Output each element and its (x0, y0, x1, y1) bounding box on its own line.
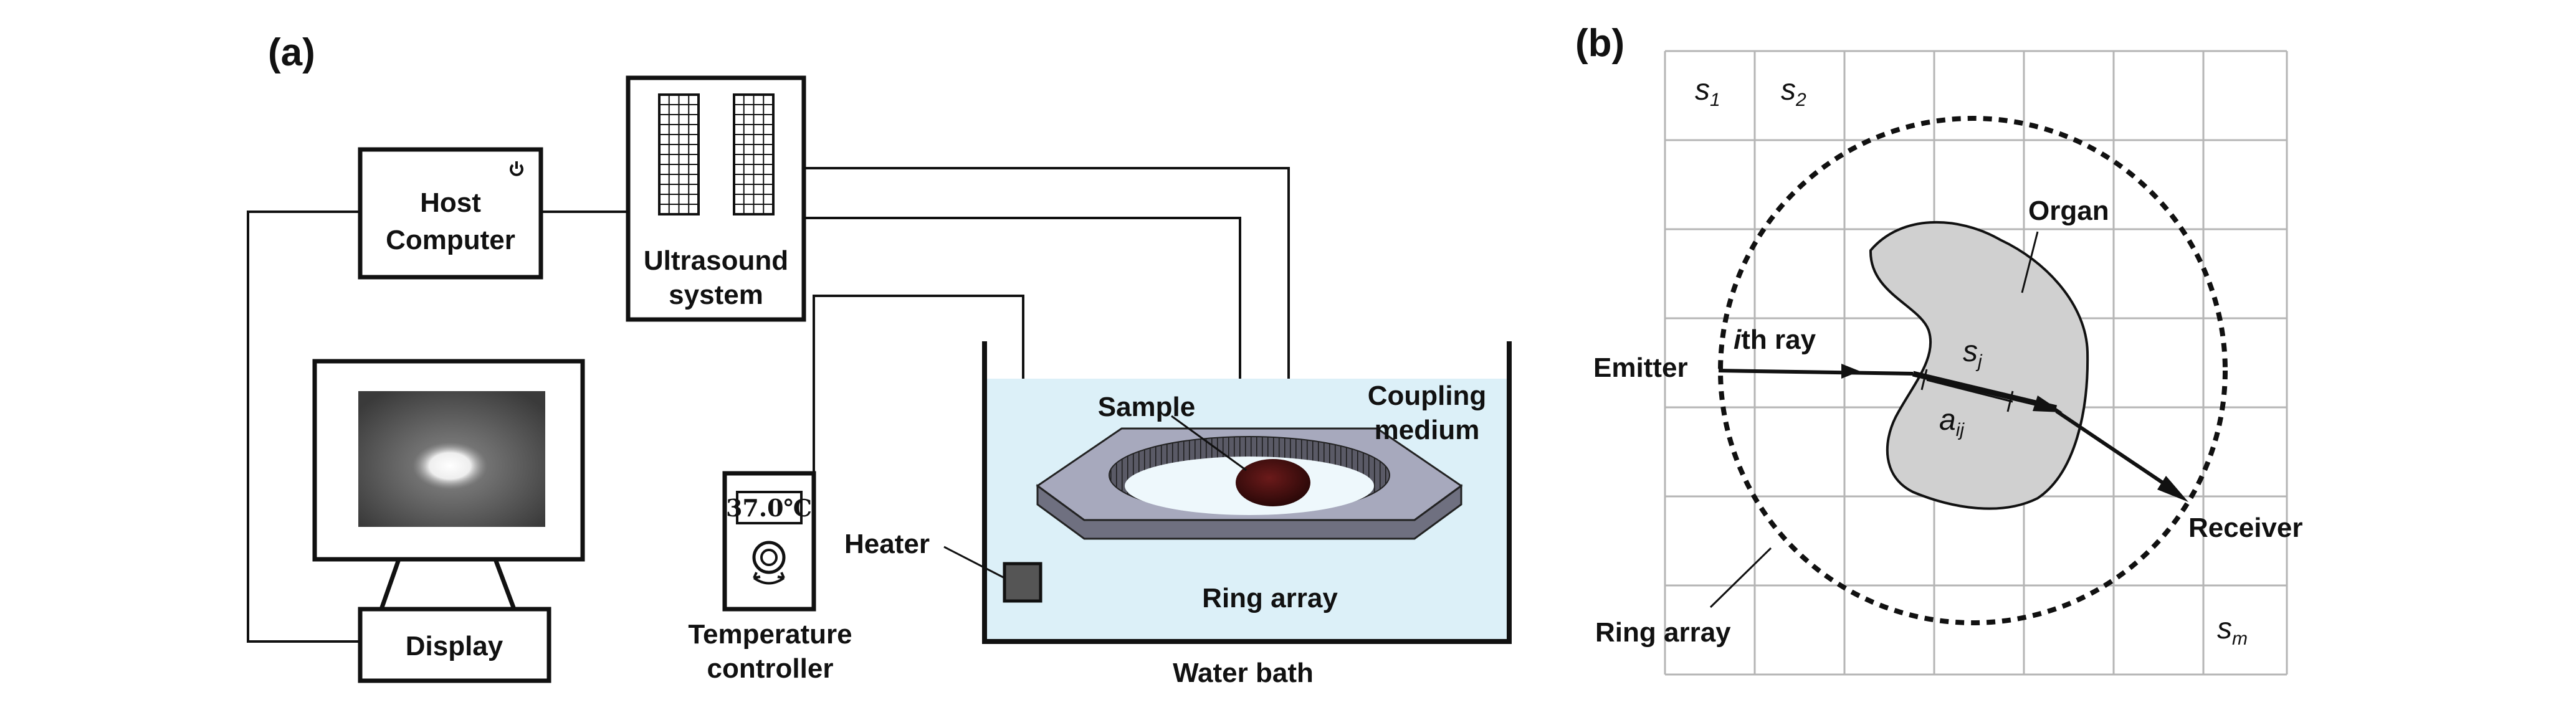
ultrasound-system: Ultrasound system (626, 75, 806, 322)
organ (1869, 220, 2089, 510)
temperature-controller-label-line1: Temperature (688, 619, 852, 650)
cell-s2: s2 (1781, 73, 1806, 110)
ray-arrow-mid (1841, 364, 1860, 379)
organ-label: Organ (2028, 196, 2109, 226)
ring-array-circle (1718, 116, 2228, 625)
ultrasound-label-line1: Ultrasound (644, 245, 788, 276)
knob-icon (752, 541, 786, 585)
wire-host-to-display (247, 211, 360, 643)
segment-aij: aij (1939, 404, 1965, 440)
channel-grid-right (733, 93, 775, 215)
display-label: Display (406, 631, 503, 661)
ray (1718, 364, 2188, 502)
ring-array: Ring array Sample Coupling medium (1036, 381, 1487, 613)
ultrasound-label-line2: system (669, 280, 763, 310)
sample-label: Sample (1098, 392, 1196, 422)
heater-label: Heater (844, 529, 930, 559)
cell-sj: sj (1963, 335, 1983, 372)
temperature-controller-label-line2: controller (707, 653, 834, 684)
temperature-reading: 37.0℃ (726, 494, 812, 522)
water-bath-label: Water bath (1173, 658, 1314, 688)
emitter-label: Emitter (1593, 353, 1688, 383)
ring-array-label: Ring array (1202, 583, 1338, 613)
tank (982, 341, 1512, 644)
sample (1236, 459, 1310, 506)
wire-ultrasound-to-ring-1 (804, 167, 1290, 442)
panel-a: (a) Host Computer Ultrasound (247, 31, 1512, 688)
host-computer-label-line2: Computer (386, 225, 515, 255)
ray-arrow-organ-exit (2033, 395, 2063, 412)
heater: Heater (844, 529, 1042, 603)
wire-ultrasound-to-ring-2 (804, 217, 1241, 442)
power-icon (510, 161, 523, 176)
temperature-controller: 37.0℃ Temperature controller (688, 471, 852, 684)
coupling-medium-line1: Coupling (1368, 381, 1487, 411)
receiver-label: Receiver (2188, 513, 2302, 543)
display-monitor: Display (312, 359, 585, 683)
ring-array-label-b: Ring array (1595, 617, 1731, 648)
coupling-medium-line2: medium (1375, 415, 1480, 445)
panel-a-label: (a) (268, 31, 315, 74)
screen-image-blob (413, 442, 487, 490)
panel-b-label: (b) (1575, 22, 1624, 65)
cell-s1: s1 (1695, 73, 1720, 110)
ray-arrow-receiver (2157, 476, 2188, 502)
host-computer: Host Computer (358, 147, 543, 280)
cell-sm: sm (2217, 612, 2248, 649)
ray-label: ith ray (1734, 324, 1816, 355)
channel-grid-left (658, 93, 700, 215)
host-computer-label-line1: Host (420, 187, 481, 218)
panel-b: (b) s1 s2 sm sj aij Organ Emitter ith ra… (1575, 22, 2302, 676)
